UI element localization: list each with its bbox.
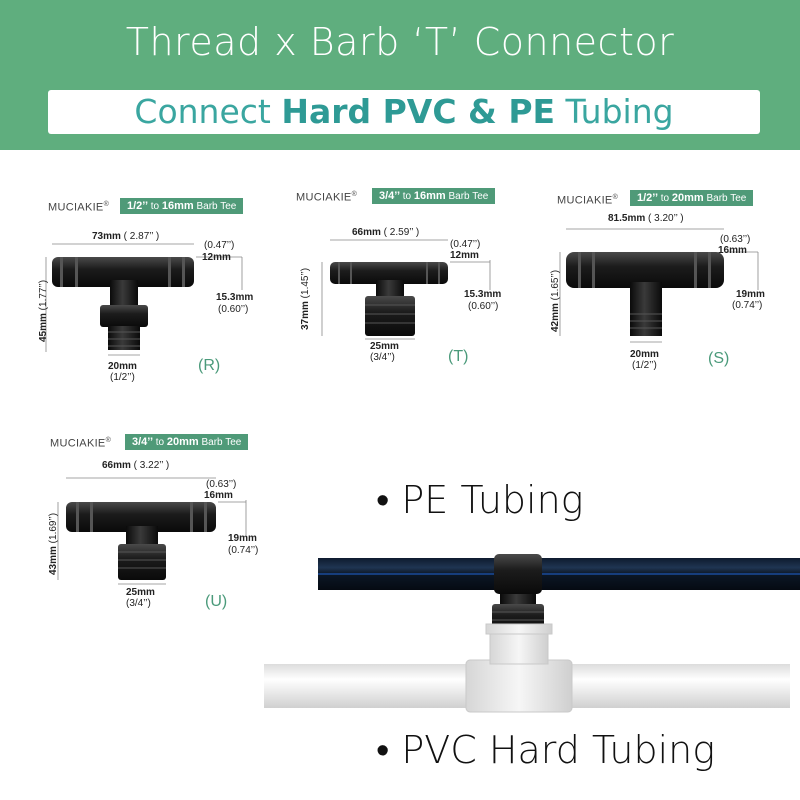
thread-in-t: (3/4’’) xyxy=(370,352,395,363)
page-title: Thread x Barb ‘T’ Connector xyxy=(125,20,675,64)
code-r: (R) xyxy=(198,357,221,374)
banner-bold: Hard PVC & PE xyxy=(281,92,556,131)
outlet-mm-s: 16mm xyxy=(718,245,747,256)
brand-label-u: MUCIAKIE® xyxy=(50,437,112,450)
brand-label-s: MUCIAKIE® xyxy=(557,194,619,207)
tee-t-dimension-lines xyxy=(321,239,491,340)
width-s: 81.5mm ( 3.20’’ ) xyxy=(608,213,684,224)
banner-prefix: Connect xyxy=(134,92,282,131)
tag-u: 3/4’’ to 20mm Barb Tee xyxy=(125,434,249,450)
outlet-mm-t: 12mm xyxy=(450,250,479,261)
width-u: 66mm ( 3.22’’ ) xyxy=(102,460,170,471)
side-in-s: (0.74’’) xyxy=(732,300,763,311)
outlet-in-u: (0.63’’) xyxy=(206,479,237,490)
tag-r: 1/2’’ to 16mm Barb Tee xyxy=(120,198,244,214)
pvc-tubing-label: • PVC Hard Tubing xyxy=(376,728,716,772)
tee-u-dimension-lines xyxy=(57,477,247,585)
tee-r-dimension-lines xyxy=(45,243,243,356)
tee-s-dimension-lines xyxy=(559,228,759,343)
side-mm-r: 15.3mm xyxy=(216,292,254,303)
code-u: (U) xyxy=(205,593,228,610)
header-band: Thread x Barb ‘T’ Connector Connect Hard… xyxy=(0,0,800,150)
height-r: 45mm (1.77’’) xyxy=(38,279,49,342)
pvc-pipe-image xyxy=(264,623,790,713)
brand-label-r: MUCIAKIE® xyxy=(48,201,110,214)
height-t: 37mm (1.45’’) xyxy=(300,267,311,330)
code-t: (T) xyxy=(448,348,469,365)
thread-mm-r: 20mm xyxy=(108,361,137,372)
tee-s-image xyxy=(566,252,724,336)
tee-t-image xyxy=(330,262,448,336)
outlet-mm-u: 16mm xyxy=(204,490,233,501)
height-u: 43mm (1.69’’) xyxy=(48,512,59,575)
side-mm-t: 15.3mm xyxy=(464,289,502,300)
banner-suffix: Tubing xyxy=(555,92,674,131)
thread-in-r: (1/2’’) xyxy=(110,372,135,383)
thread-mm-u: 25mm xyxy=(126,587,155,598)
width-t: 66mm ( 2.59’’ ) xyxy=(352,227,420,238)
tee-u-image xyxy=(66,502,216,580)
tag-t: 3/4’’ to 16mm Barb Tee xyxy=(372,188,496,204)
height-s: 42mm (1.65’’) xyxy=(550,269,561,332)
code-s: (S) xyxy=(708,350,730,367)
side-in-u: (0.74’’) xyxy=(228,545,259,556)
tag-s: 1/2’’ to 20mm Barb Tee xyxy=(630,190,754,206)
outlet-in-s: (0.63’’) xyxy=(720,234,751,245)
outlet-mm-r: 12mm xyxy=(202,252,231,263)
thread-in-u: (3/4’’) xyxy=(126,598,151,609)
subtitle-banner: Connect Hard PVC & PE Tubing xyxy=(48,90,760,134)
width-r: 73mm ( 2.87’’ ) xyxy=(92,231,160,242)
side-in-t: (0.60’’) xyxy=(468,301,499,312)
side-in-r: (0.60’’) xyxy=(218,304,249,315)
side-mm-u: 19mm xyxy=(228,533,257,544)
tee-r-image xyxy=(52,257,194,350)
outlet-in-r: (0.47’’) xyxy=(204,240,235,251)
pe-tubing-label: • PE Tubing xyxy=(376,478,584,522)
thread-in-s: (1/2’’) xyxy=(632,360,657,371)
thread-mm-t: 25mm xyxy=(370,341,399,352)
thread-mm-s: 20mm xyxy=(630,349,659,360)
outlet-in-t: (0.47’’) xyxy=(450,239,481,250)
pe-pipe-image xyxy=(318,554,800,632)
brand-label-t: MUCIAKIE® xyxy=(296,191,358,204)
side-mm-s: 19mm xyxy=(736,289,765,300)
